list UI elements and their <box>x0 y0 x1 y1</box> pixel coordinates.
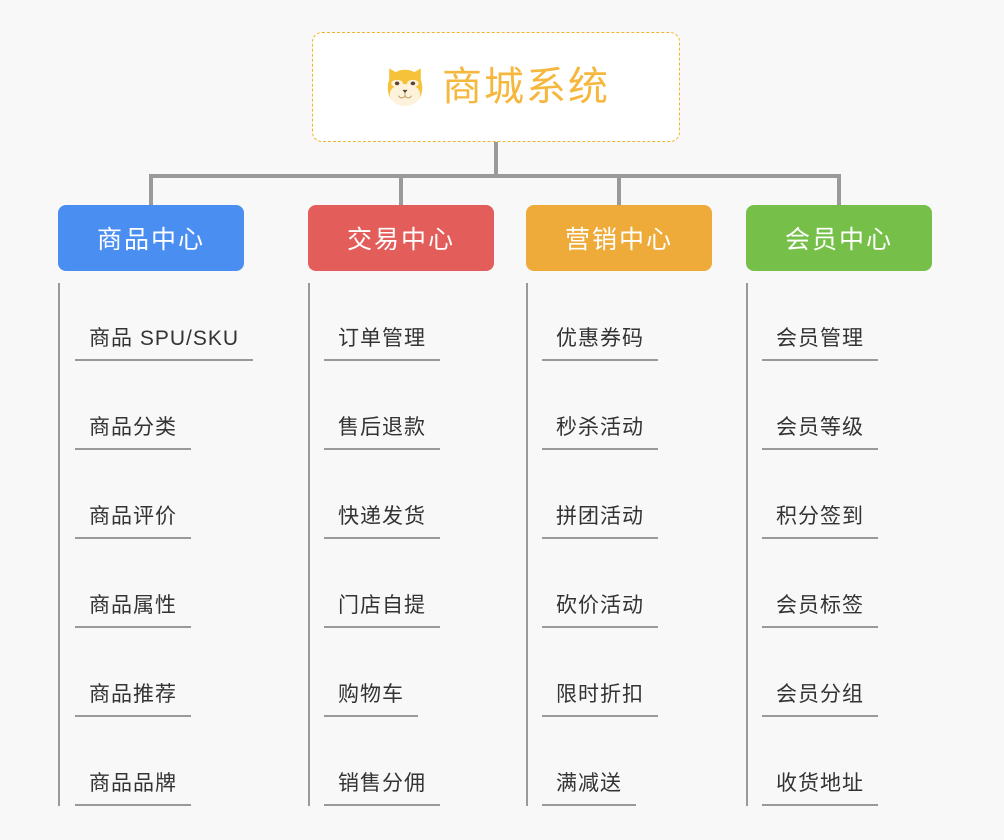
leaf-item[interactable]: 满减送 <box>542 717 712 806</box>
leaf-label: 商品推荐 <box>75 682 191 717</box>
leaf-item[interactable]: 商品分类 <box>75 361 244 450</box>
leaf-label: 商品品牌 <box>75 771 191 806</box>
leaf-label: 优惠券码 <box>542 326 658 361</box>
category-branch-product: 商品 SPU/SKU 商品分类 商品评价 商品属性 商品推荐 商品品牌 <box>58 283 254 806</box>
leaf-label: 售后退款 <box>324 415 440 450</box>
leaf-label: 快递发货 <box>324 504 440 539</box>
leaf-item[interactable]: 购物车 <box>324 628 494 717</box>
leaf-item[interactable]: 商品评价 <box>75 450 244 539</box>
category-header-label: 会员中心 <box>784 226 893 254</box>
leaf-label: 砍价活动 <box>542 593 658 628</box>
category-header-trade[interactable]: 交易中心 <box>308 205 494 271</box>
category-column-product: 商品中心 商品 SPU/SKU 商品分类 商品评价 商品属性 商品推荐 <box>58 205 254 806</box>
leaf-item[interactable]: 快递发货 <box>324 450 494 539</box>
leaf-label: 订单管理 <box>324 326 440 361</box>
leaf-label: 商品 SPU/SKU <box>75 326 254 361</box>
leaf-item[interactable]: 收货地址 <box>762 717 932 806</box>
leaf-item[interactable]: 秒杀活动 <box>542 361 712 450</box>
leaf-label: 会员分组 <box>762 682 878 717</box>
category-header-marketing[interactable]: 营销中心 <box>526 205 712 271</box>
leaf-item[interactable]: 砍价活动 <box>542 539 712 628</box>
root-title: 商城系统 <box>442 65 610 109</box>
leaf-item[interactable]: 售后退款 <box>324 361 494 450</box>
leaf-label: 积分签到 <box>762 504 878 539</box>
leaf-item[interactable]: 订单管理 <box>324 283 494 361</box>
leaf-item[interactable]: 商品推荐 <box>75 628 244 717</box>
leaf-item[interactable]: 销售分佣 <box>324 717 494 806</box>
category-column-member: 会员中心 会员管理 会员等级 积分签到 会员标签 会员分组 <box>746 205 932 806</box>
leaf-label: 满减送 <box>542 771 636 806</box>
leaf-label: 限时折扣 <box>542 682 658 717</box>
leaf-item[interactable]: 会员等级 <box>762 361 932 450</box>
category-header-product[interactable]: 商品中心 <box>58 205 244 271</box>
category-branch-member: 会员管理 会员等级 积分签到 会员标签 会员分组 收货地址 <box>746 283 932 806</box>
leaf-label: 秒杀活动 <box>542 415 658 450</box>
leaf-item[interactable]: 会员管理 <box>762 283 932 361</box>
leaf-item[interactable]: 限时折扣 <box>542 628 712 717</box>
leaf-item[interactable]: 商品 SPU/SKU <box>75 283 254 361</box>
leaf-label: 收货地址 <box>762 771 878 806</box>
leaf-label: 门店自提 <box>324 593 440 628</box>
root-node[interactable]: 商城系统 <box>312 32 680 142</box>
category-branch-trade: 订单管理 售后退款 快递发货 门店自提 购物车 销售分佣 <box>308 283 494 806</box>
category-column-trade: 交易中心 订单管理 售后退款 快递发货 门店自提 购物车 <box>308 205 494 806</box>
leaf-label: 会员标签 <box>762 593 878 628</box>
leaf-label: 会员等级 <box>762 415 878 450</box>
category-header-label: 营销中心 <box>564 226 673 254</box>
category-header-member[interactable]: 会员中心 <box>746 205 932 271</box>
leaf-label: 商品评价 <box>75 504 191 539</box>
leaf-item[interactable]: 门店自提 <box>324 539 494 628</box>
leaf-item[interactable]: 商品品牌 <box>75 717 244 806</box>
category-column-marketing: 营销中心 优惠券码 秒杀活动 拼团活动 砍价活动 限时折扣 <box>526 205 712 806</box>
leaf-item[interactable]: 积分签到 <box>762 450 932 539</box>
shiba-dog-icon <box>387 68 423 106</box>
leaf-item[interactable]: 会员标签 <box>762 539 932 628</box>
leaf-label: 商品分类 <box>75 415 191 450</box>
leaf-item[interactable]: 优惠券码 <box>542 283 712 361</box>
category-branch-marketing: 优惠券码 秒杀活动 拼团活动 砍价活动 限时折扣 满减送 <box>526 283 712 806</box>
leaf-label: 销售分佣 <box>324 771 440 806</box>
leaf-label: 拼团活动 <box>542 504 658 539</box>
leaf-item[interactable]: 会员分组 <box>762 628 932 717</box>
leaf-label: 商品属性 <box>75 593 191 628</box>
leaf-label: 会员管理 <box>762 326 878 361</box>
leaf-item[interactable]: 拼团活动 <box>542 450 712 539</box>
leaf-label: 购物车 <box>324 682 418 717</box>
category-header-label: 商品中心 <box>96 226 205 254</box>
category-header-label: 交易中心 <box>346 226 455 254</box>
leaf-item[interactable]: 商品属性 <box>75 539 244 628</box>
